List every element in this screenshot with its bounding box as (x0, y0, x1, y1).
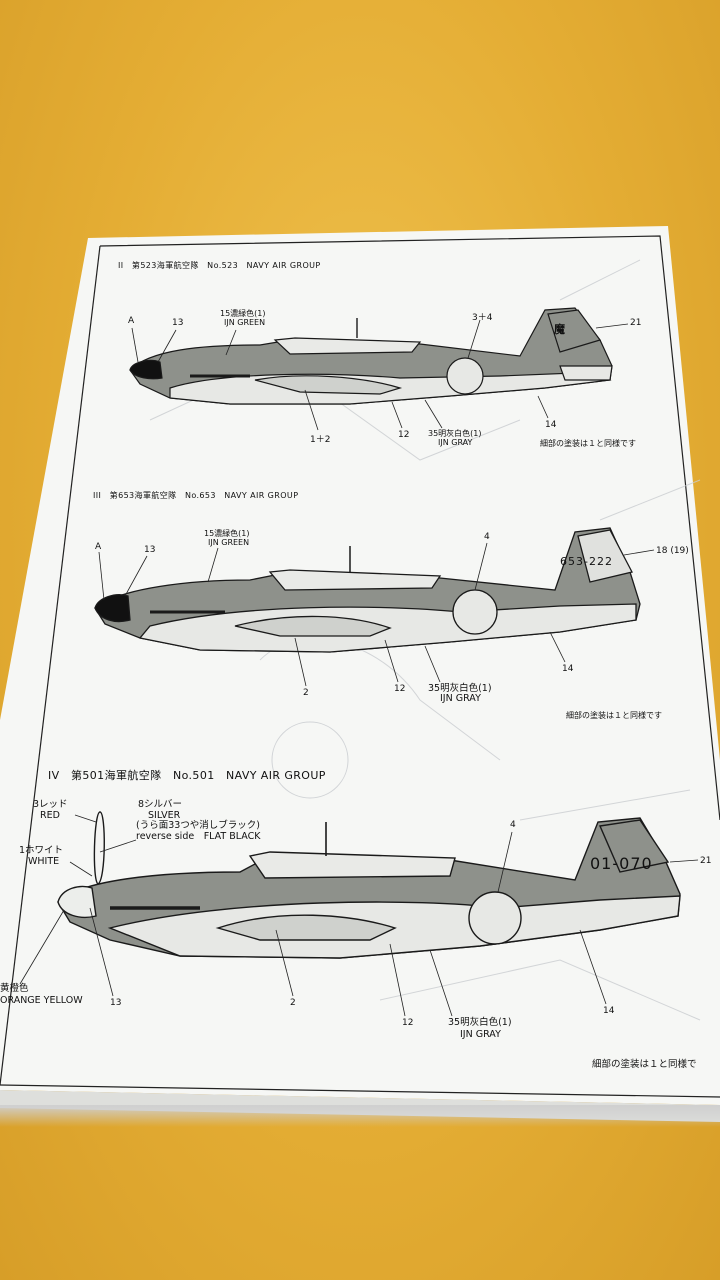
label-reverse-en: reverse side FLAT BLACK (136, 831, 261, 842)
label-gray-en-3: IJN GRAY (460, 1029, 501, 1040)
note-3: 細部の塗装は１と同様で (592, 1059, 697, 1070)
label-gray-en-2: IJN GRAY (440, 693, 481, 704)
callout-21-3: 21 (700, 856, 712, 866)
callout-a-1: A (128, 316, 135, 326)
callout-4-2: 4 (484, 532, 490, 542)
callout-12-2: 12 (394, 684, 406, 694)
callout-14-1: 14 (545, 420, 557, 430)
sheet-border (99, 235, 720, 821)
tail-code-2: 653-222 (560, 555, 613, 568)
label-white-en: WHITE (28, 856, 60, 867)
callout-14-2: 14 (562, 664, 574, 674)
callout-2-2: 2 (303, 688, 309, 698)
callout-12b-1: 12 (398, 430, 410, 440)
callout-34-1: 3＋4 (472, 313, 493, 323)
sheet-border-bottom (0, 1084, 720, 1098)
label-white-jp: 1ホワイト (19, 845, 64, 856)
label-green-en-1: IJN GREEN (224, 318, 266, 327)
callout-13-3: 13 (110, 998, 122, 1008)
label-silver-jp: 8シルバー (138, 799, 183, 810)
callout-12-3: 12 (402, 1018, 414, 1028)
aircraft-profile-501 (57, 811, 681, 959)
label-orange-en: ORANGE YELLOW (0, 995, 83, 1006)
note-2: 細部の塗装は１と同様です (566, 711, 662, 720)
label-gray-en-1: IJN GRAY (438, 438, 473, 447)
label-gray-jp-2: 35明灰白色(1) (428, 683, 492, 694)
callout-4-3: 4 (510, 820, 516, 830)
sheet-border-left (0, 245, 101, 1086)
label-reverse-jp: (うら面33つや消しブラック) (136, 820, 261, 831)
tail-code-1: 魔 (554, 323, 565, 336)
note-1: 細部の塗装は１と同様です (540, 439, 636, 448)
label-green-en-2: IJN GREEN (208, 538, 250, 547)
label-orange-jp: 黄橙色 (0, 983, 29, 994)
callout-13-1: 13 (172, 318, 184, 328)
label-red-jp: 3レッド (33, 799, 68, 810)
label-red-en: RED (40, 810, 60, 821)
callout-2-3: 2 (290, 998, 296, 1008)
callout-21-1: 21 (630, 318, 642, 328)
section-title-501: IV 第501海軍航空隊 No.501 NAVY AIR GROUP (48, 769, 326, 782)
section-title-653: III 第653海軍航空隊 No.653 NAVY AIR GROUP (93, 491, 299, 500)
label-gray-jp-1: 35明灰白色(1) (428, 429, 482, 438)
label-gray-jp-3: 35明灰白色(1) (448, 1017, 512, 1028)
sheet-shadow (0, 1105, 720, 1127)
label-silver-en: SILVER (148, 810, 181, 821)
callout-18-2: 18 (19) (656, 546, 689, 556)
label-green-jp-2: 15濃緑色(1) (204, 529, 250, 538)
aircraft-profile-523 (129, 307, 613, 405)
section-title-523: II 第523海軍航空隊 No.523 NAVY AIR GROUP (118, 261, 321, 270)
tail-code-3: 01-070 (590, 854, 653, 873)
label-green-jp-1: 15濃緑色(1) (220, 309, 266, 318)
aircraft-profile-653 (94, 527, 641, 653)
callout-a-2: A (95, 542, 102, 552)
callout-14-3: 14 (603, 1006, 615, 1016)
callout-12-1: 1＋2 (310, 435, 331, 445)
callout-13-2: 13 (144, 545, 156, 555)
